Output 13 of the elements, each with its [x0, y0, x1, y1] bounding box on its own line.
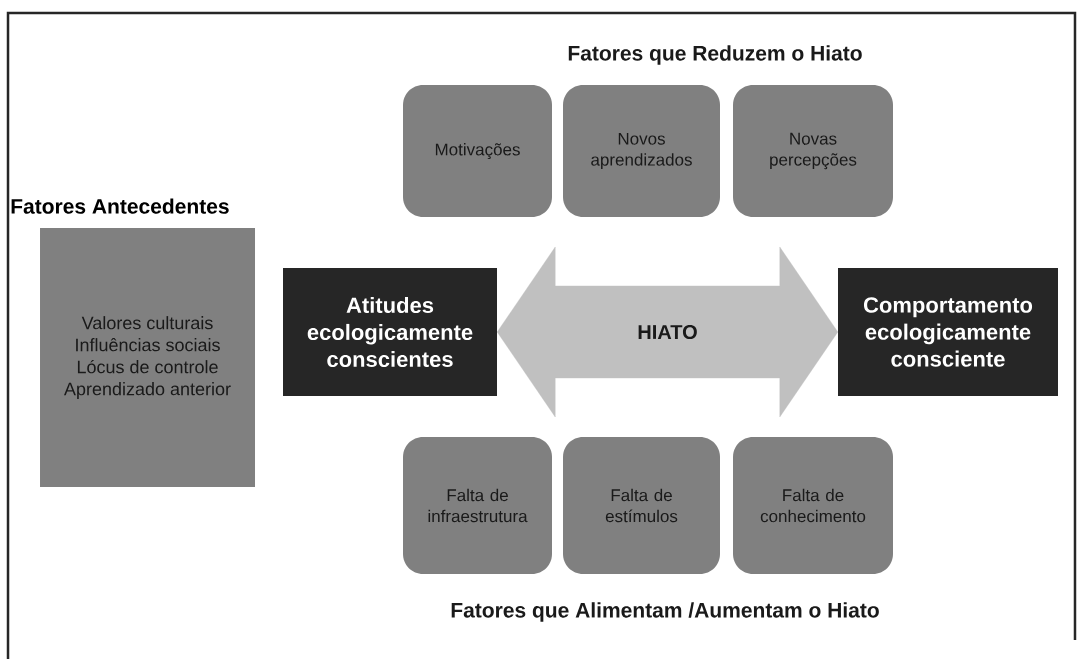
group-heading: Fatores que Reduzem o Hiato [568, 45, 862, 65]
double-arrow [497, 246, 838, 418]
factor-box: Fatores Antecedentes Valores culturais Influências sociais Lócus de controle Aprendizado anterior [11, 198, 255, 487]
factor-box: Falta de estímulos [563, 437, 720, 574]
factor-box: Falta de conhecimento [733, 437, 893, 574]
factor-box: Motivações [403, 85, 552, 217]
node-label: Fatores Antecedentes [11, 198, 229, 214]
factor-box: Novas percepções [733, 85, 893, 217]
concept-box: Atitudes ecologicamente conscientes [283, 268, 497, 396]
factor-box: Falta de infraestrutura [403, 437, 552, 574]
concept-box: Comportamento ecologicamente consciente [838, 268, 1058, 396]
group-heading: Fatores que Alimentam /Aumentam o Hiato [451, 602, 879, 622]
factor-box: Novos aprendizados [563, 85, 720, 217]
